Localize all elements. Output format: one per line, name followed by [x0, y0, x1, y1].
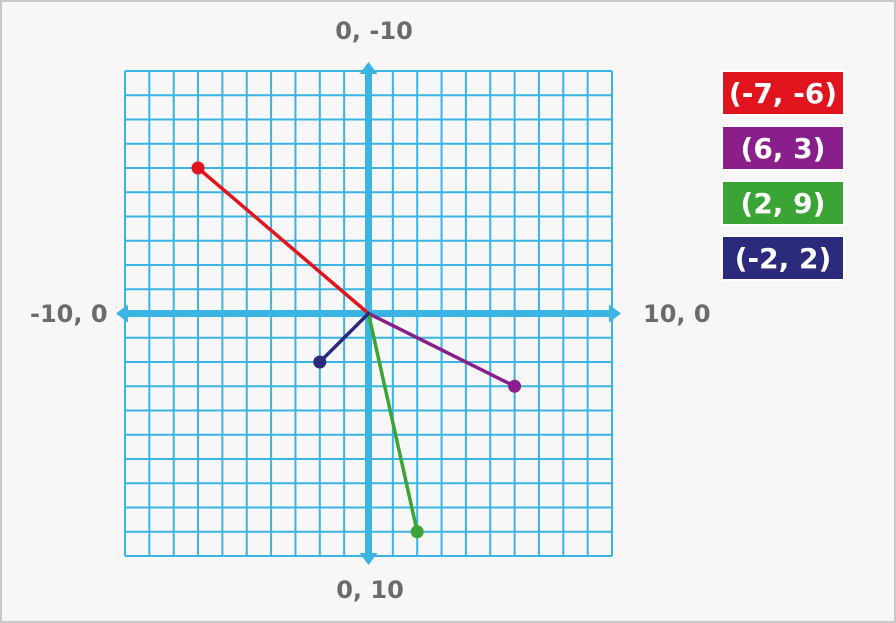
vector-line-3 [366, 311, 419, 534]
vector-line-2 [366, 311, 517, 388]
axis-label-bottom: 0, 10 [336, 576, 404, 604]
x-axis-arrow-right [609, 304, 621, 323]
axis-label-top: 0, -10 [335, 17, 413, 45]
vector-line-1 [196, 166, 371, 316]
x-axis-arrow-left [116, 304, 128, 323]
vector-point-4 [313, 355, 327, 369]
vector-point-1 [191, 161, 205, 175]
legend-item-1: (-7, -6) [721, 70, 845, 116]
y-axis-arrow-top [359, 62, 378, 74]
vector-point-3 [410, 525, 424, 539]
vector-point-2 [508, 379, 522, 393]
legend-item-2: (6, 3) [721, 125, 845, 171]
axis-label-right: 10, 0 [643, 300, 711, 328]
legend-item-4: (-2, 2) [721, 235, 845, 281]
vector-line-4 [318, 311, 371, 364]
axis-label-left: -10, 0 [30, 300, 108, 328]
vectors [191, 161, 522, 539]
y-axis-arrow-bottom [359, 553, 378, 565]
legend-item-3: (2, 9) [721, 180, 845, 226]
